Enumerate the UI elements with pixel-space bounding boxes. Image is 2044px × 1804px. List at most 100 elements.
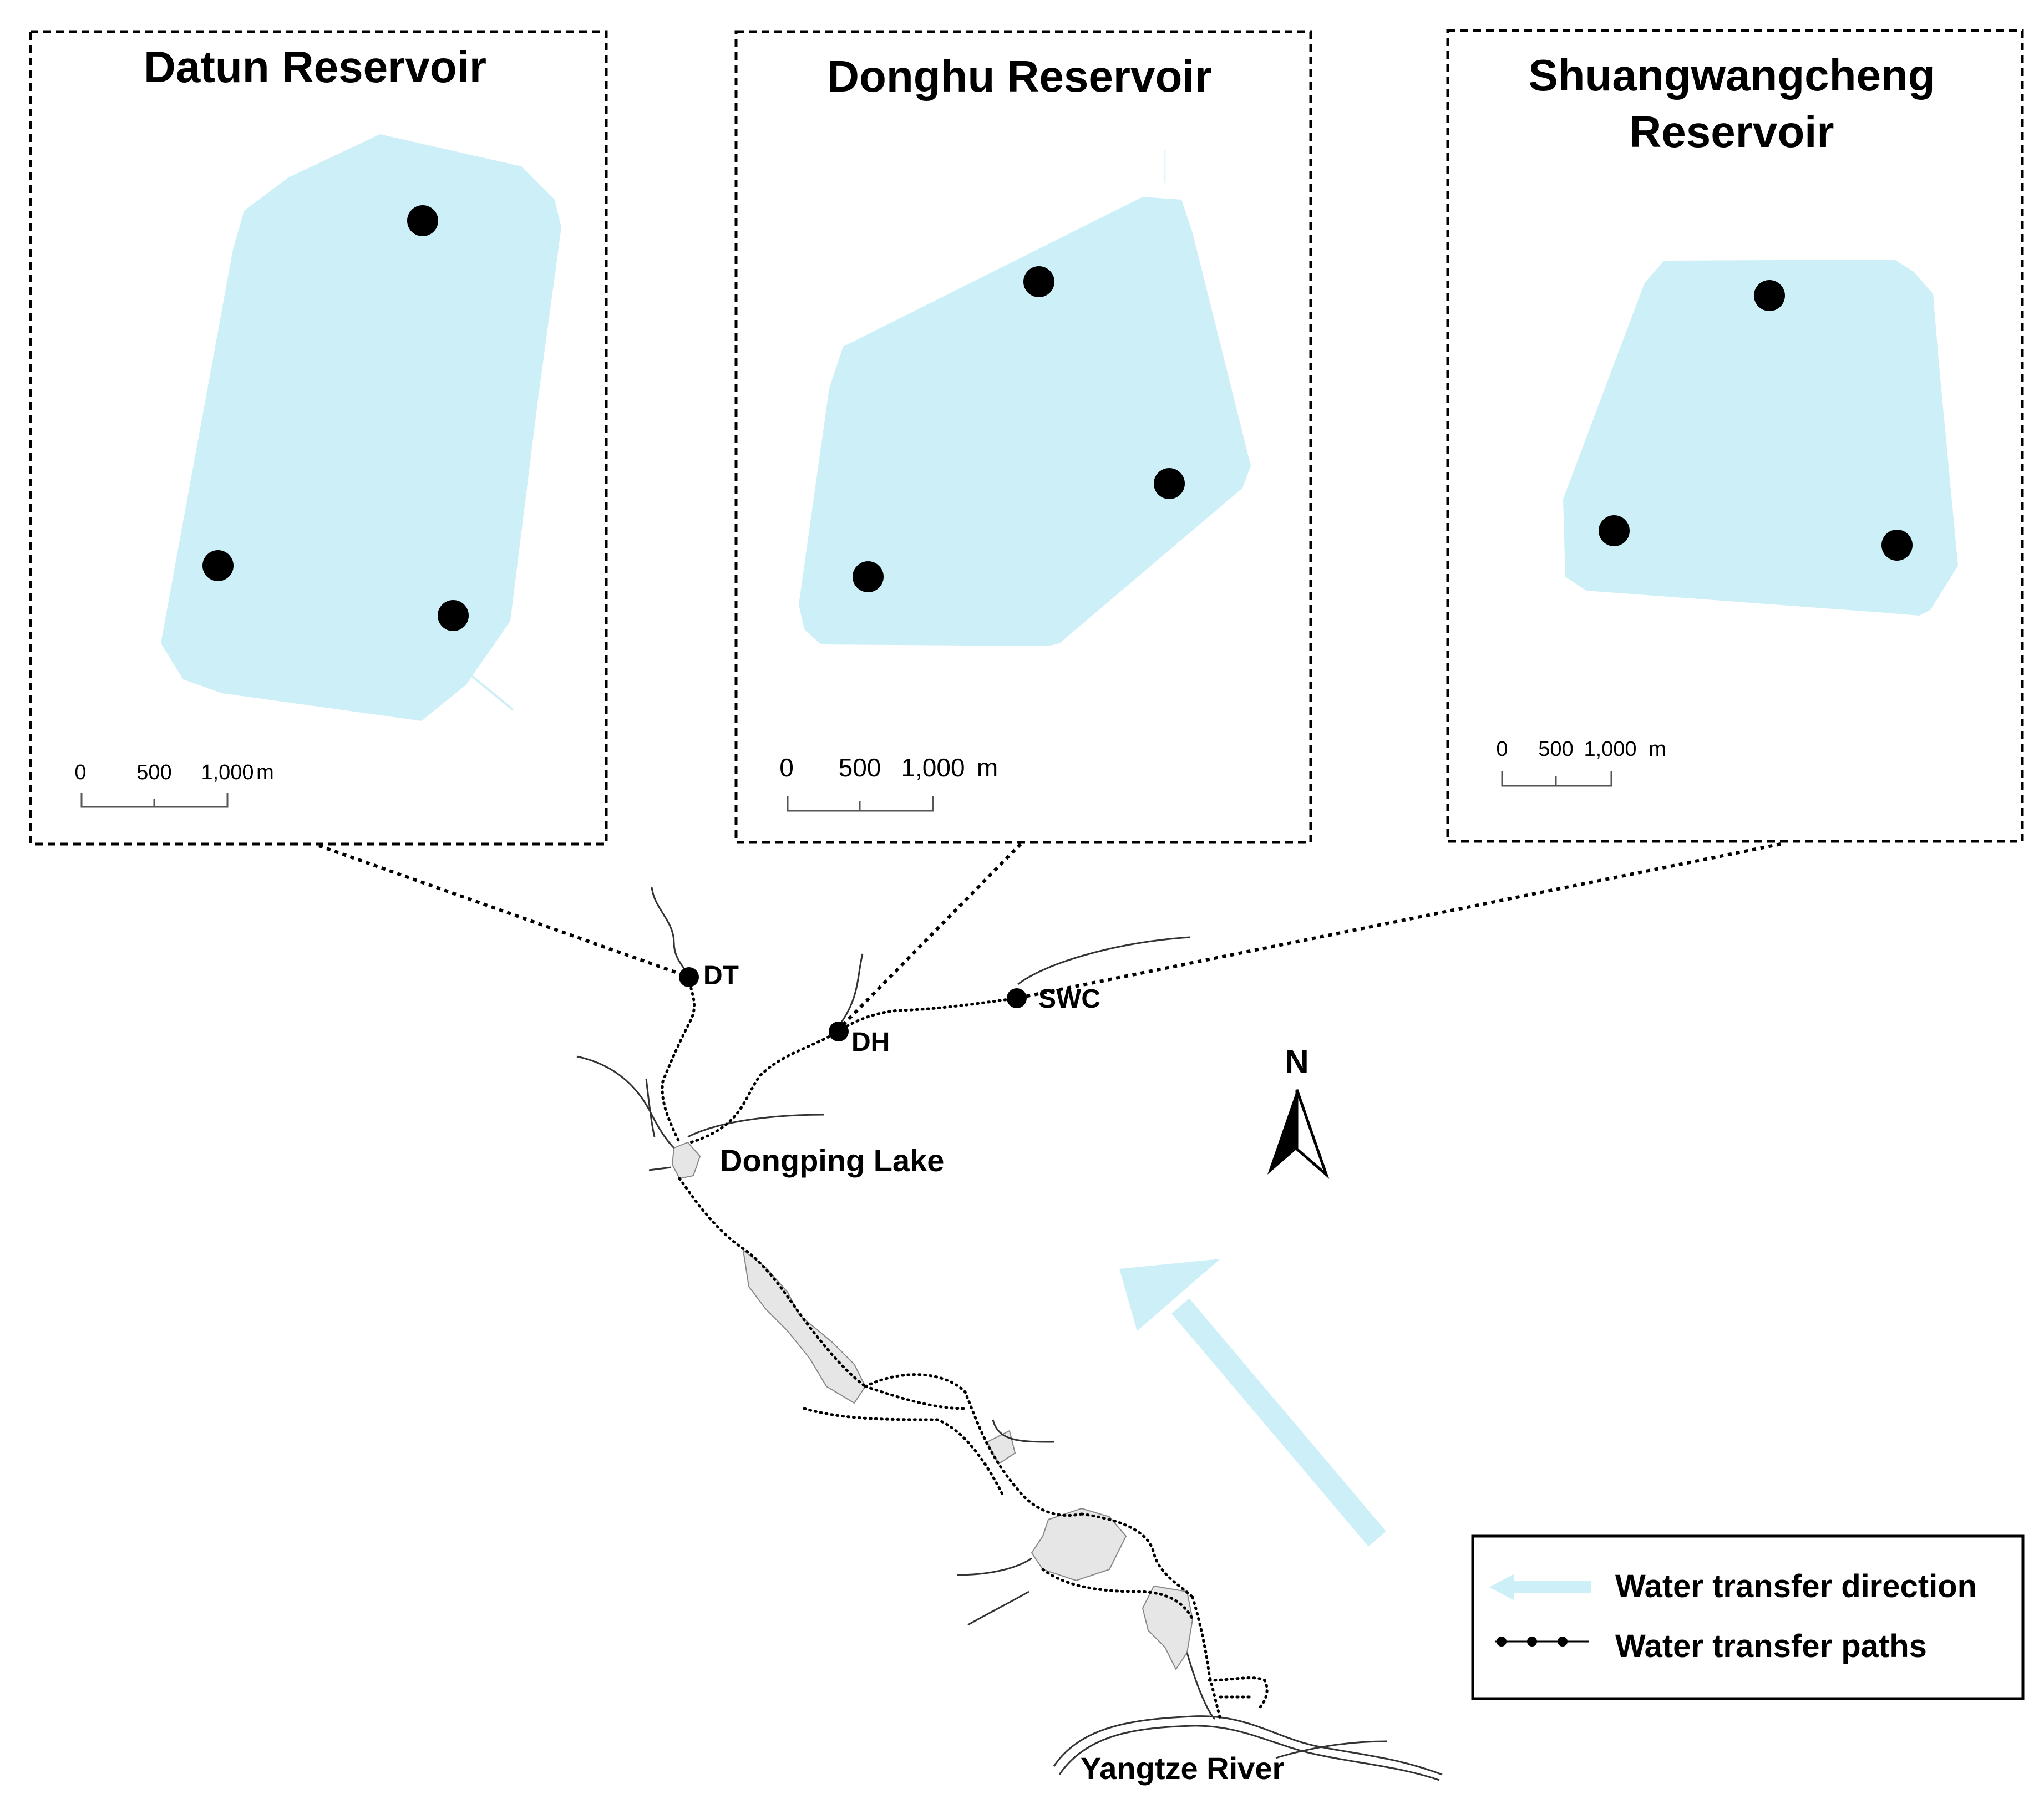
sampling-point-icon: [1599, 515, 1630, 546]
path-lower: [1191, 1595, 1222, 1721]
shuangwangcheng-reservoir-shape: [1563, 260, 1958, 616]
datun-panel-frame: [29, 30, 608, 846]
east-branch-river: [687, 1114, 824, 1138]
sampling-point-icon: [438, 600, 469, 631]
legend-direction-arrowhead-icon: [1489, 1574, 1514, 1600]
shuangwangcheng-scale-unit: m: [1649, 738, 1666, 761]
dongping-lake-shape: [671, 1141, 701, 1180]
datun-upstream-river: [651, 887, 690, 977]
yangtze-river-label: Yangtze River: [1081, 1751, 1284, 1786]
north-label: N: [1285, 1043, 1308, 1080]
west-river-1: [576, 1055, 675, 1149]
rivers: [576, 887, 1443, 1781]
hongze-lake-shape: [1031, 1507, 1127, 1582]
path-middle-mid: [864, 1385, 967, 1410]
donghu-scale-unit: m: [977, 753, 998, 782]
lower-lake-shape-1: [986, 1430, 1016, 1465]
north-arrow-icon: N: [1267, 1043, 1330, 1180]
yangtze-river-line-3: [1275, 1740, 1387, 1759]
path-middle-east: [864, 1373, 1083, 1517]
datun-scale-unit: m: [256, 761, 274, 784]
yangtze-river-line-2: [1058, 1725, 1440, 1781]
donghu-scale-1000: 1,000: [901, 753, 965, 782]
sampling-point-icon: [1023, 266, 1054, 297]
gaoyou-lake-shape: [1142, 1585, 1194, 1670]
donghu-scale-500: 500: [839, 753, 881, 782]
north-arrow-left: [1267, 1090, 1297, 1175]
shuangwangcheng-scale-500: 500: [1538, 738, 1573, 761]
donghu-panel-frame: [734, 30, 1312, 844]
legend-paths-dot-icon: [1527, 1637, 1537, 1647]
donghu-scale-line: [787, 796, 934, 812]
grand-canal-lower: [1186, 1652, 1216, 1720]
sampling-point-icon: [1881, 530, 1913, 561]
water-transfer-paths: [661, 975, 1269, 1721]
donghu-title: Donghu Reservoir: [827, 52, 1211, 101]
shuangwangcheng-connector: [1016, 842, 1781, 1000]
dh-label: DH: [851, 1028, 890, 1057]
yangtze-river-line-1: [1053, 1715, 1443, 1776]
donghu-scale-0: 0: [779, 753, 794, 782]
legend-frame: [1471, 1534, 2025, 1700]
west-tributary-1: [956, 1557, 1032, 1576]
swc-label: SWC: [1038, 984, 1100, 1014]
sampling-point-icon: [853, 561, 884, 592]
swc-upstream-river: [1017, 936, 1190, 985]
path-lake-south: [678, 1177, 867, 1388]
datun-scale-line: [80, 793, 229, 808]
panel-connectors: [318, 842, 1781, 1033]
dongping-lake-label: Dongping Lake: [720, 1143, 944, 1178]
middle-tributary: [992, 1419, 1054, 1443]
west-tributary-2: [967, 1590, 1029, 1626]
shuangwangcheng-title-line2: Reservoir: [1629, 107, 1834, 156]
donghu-upstream-river: [838, 953, 864, 1026]
north-arrow-right: [1295, 1089, 1330, 1180]
shuangwangcheng-panel: Shuangwangcheng Reservoir 0 500 1,000 m: [1446, 29, 2024, 843]
water-transfer-direction-arrow: [1119, 1259, 1387, 1547]
donghu-scale-bar: 0 500 1,000 m: [779, 753, 998, 812]
path-hongze-south: [1041, 1568, 1194, 1621]
legend: Water transfer direction Water transfer …: [1471, 1534, 2025, 1700]
sampling-point-icon: [202, 550, 234, 581]
datun-reservoir-shape: [161, 134, 561, 721]
shuangwangcheng-scale-1000: 1,000: [1584, 738, 1636, 761]
datun-panel: Datun Reservoir 0 500 1,000 m: [29, 30, 608, 846]
legend-paths-dot-icon: [1497, 1637, 1507, 1647]
main-map: DT DH SWC Dongping Lake Yangtze River: [576, 887, 1443, 1786]
datun-scale-1000: 1,000: [201, 761, 253, 784]
middle-lake-shape: [742, 1249, 866, 1404]
datun-scale-500: 500: [136, 761, 171, 784]
shuangwangcheng-title-line1: Shuangwangcheng: [1528, 50, 1935, 100]
donghu-connector: [835, 842, 1022, 1033]
path-middle-west: [803, 1407, 1006, 1499]
datun-scale-0: 0: [74, 761, 86, 784]
datun-location-marker: [679, 967, 699, 987]
sampling-point-icon: [407, 205, 438, 236]
shuangwangcheng-scale-line: [1501, 771, 1612, 787]
legend-paths-label: Water transfer paths: [1615, 1628, 1927, 1664]
datun-title: Datun Reservoir: [144, 42, 486, 92]
sampling-point-icon: [1154, 468, 1185, 499]
shuangwangcheng-panel-frame: [1446, 29, 2024, 843]
direction-arrow-shaft: [1171, 1298, 1387, 1547]
donghu-panel: Donghu Reservoir 0 500 1,000 m: [734, 30, 1312, 844]
path-lower-branch: [1208, 1676, 1269, 1710]
path-datun: [661, 975, 696, 1144]
west-river-2: [645, 1078, 656, 1137]
datun-outflow-stream: [465, 670, 514, 711]
swc-location-marker: [1007, 988, 1027, 1008]
datun-scale-bar: 0 500 1,000 m: [74, 761, 274, 808]
direction-arrow-head: [1119, 1259, 1220, 1331]
shuangwangcheng-scale-bar: 0 500 1,000 m: [1496, 738, 1666, 787]
path-donghu-lake: [689, 1030, 840, 1144]
legend-direction-label: Water transfer direction: [1615, 1568, 1977, 1604]
legend-paths-dot-icon: [1558, 1637, 1568, 1647]
shuangwangcheng-scale-0: 0: [1496, 738, 1508, 761]
path-swc-donghu: [837, 997, 1018, 1033]
outlet-river: [648, 1166, 672, 1171]
sampling-point-icon: [1754, 280, 1785, 311]
lake-areas: [671, 1141, 1194, 1670]
dt-label: DT: [703, 961, 739, 990]
donghu-location-marker: [829, 1022, 849, 1041]
